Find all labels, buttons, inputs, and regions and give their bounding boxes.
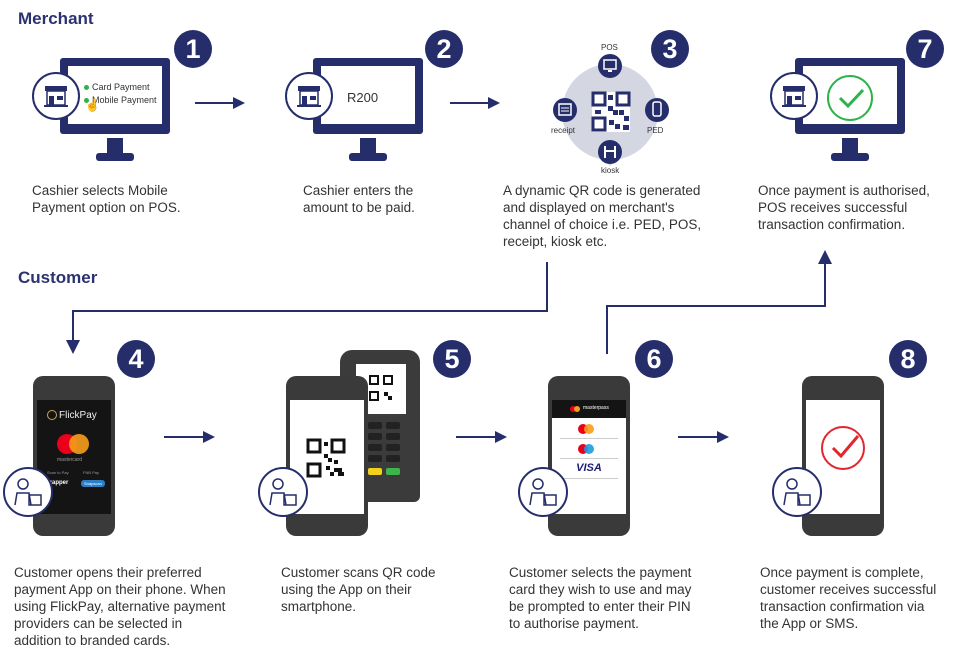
phone-step5	[286, 376, 368, 536]
masterpass-header: masterpass	[552, 400, 626, 418]
arrow-up-icon	[818, 250, 832, 264]
card-option-visa[interactable]: VISA	[560, 462, 618, 479]
checkmark-circle-icon	[825, 76, 826, 77]
step-badge-7: 7	[906, 30, 944, 68]
provider-zapper[interactable]: zapper	[49, 480, 69, 486]
provider-scan-to-pay[interactable]: Scan to Pay	[47, 470, 69, 475]
monitor-icon	[795, 58, 905, 161]
customer-section-title: Customer	[18, 268, 98, 287]
card-payment-option[interactable]: Card Payment	[84, 81, 157, 94]
monitor-icon	[60, 58, 170, 161]
step-badge-3: 3	[651, 30, 689, 68]
provider-snapscan[interactable]: Snapscan	[81, 480, 105, 487]
shopper-icon	[258, 467, 308, 517]
receipt-channel-icon	[553, 98, 577, 122]
pos-channel-label: POS	[601, 43, 618, 52]
step-badge-6: 6	[635, 340, 673, 378]
connector-step6-to-step7	[606, 262, 826, 354]
ped-channel-icon	[645, 98, 669, 122]
step-7-description: Once payment is authorised,POS receives …	[758, 183, 930, 232]
qr-code-icon	[369, 375, 393, 401]
kiosk-channel-label: kiosk	[601, 166, 620, 175]
checkmark-circle-icon	[821, 426, 865, 470]
receipt-channel-label: receipt	[551, 126, 576, 135]
payment-options-list: Card Payment Mobile Payment	[84, 81, 157, 107]
shop-icon	[285, 72, 333, 120]
arrow-down-icon	[66, 340, 80, 354]
step-badge-8: 8	[889, 340, 927, 378]
step-badge-4: 4	[117, 340, 155, 378]
ped-channel-label: PED	[647, 126, 664, 135]
step-8-description: Once payment is complete,customer receiv…	[760, 565, 937, 631]
hand-pointer-icon: ☝	[85, 98, 100, 112]
mobile-payment-option[interactable]: Mobile Payment	[84, 94, 157, 107]
qr-code-icon	[591, 91, 631, 132]
pos-monitor-step7	[770, 58, 910, 170]
monitor-icon	[313, 58, 423, 161]
shop-icon	[32, 72, 80, 120]
step-badge-5: 5	[433, 340, 471, 378]
qr-channel-hub: POS PED kiosk receipt	[545, 40, 675, 180]
step-badge-1: 1	[174, 30, 212, 68]
phone-step4: FlickPay mastercard Scan to Pay FNB Pay …	[33, 376, 115, 536]
pos-monitor-step2: R200	[285, 58, 425, 170]
arrow-right-icon	[195, 97, 245, 109]
merchant-section-title: Merchant	[18, 9, 94, 28]
step-badge-2: 2	[425, 30, 463, 68]
connector-step3-to-step4	[72, 262, 548, 345]
shopper-icon	[772, 467, 822, 517]
pos-channel-icon	[598, 54, 622, 78]
arrow-right-icon	[495, 431, 507, 443]
qr-code-icon	[306, 438, 346, 478]
pos-monitor-step1: Card Payment Mobile Payment ☝	[32, 58, 172, 170]
arrow-right-icon	[717, 431, 729, 443]
card-option-maestro[interactable]	[560, 442, 618, 459]
card-option-mastercard[interactable]	[560, 422, 618, 439]
shopper-icon	[518, 467, 568, 517]
shopper-icon	[3, 467, 53, 517]
arrow-right-icon	[203, 431, 215, 443]
amount-display: R200	[347, 90, 379, 105]
shop-icon	[770, 72, 818, 120]
ped-keypad	[368, 422, 408, 482]
mastercard-logo	[57, 434, 89, 454]
provider-fnb-pay[interactable]: FNB Pay	[83, 470, 100, 475]
arrow-right-icon	[450, 97, 500, 109]
flickpay-logo: FlickPay	[47, 410, 97, 421]
